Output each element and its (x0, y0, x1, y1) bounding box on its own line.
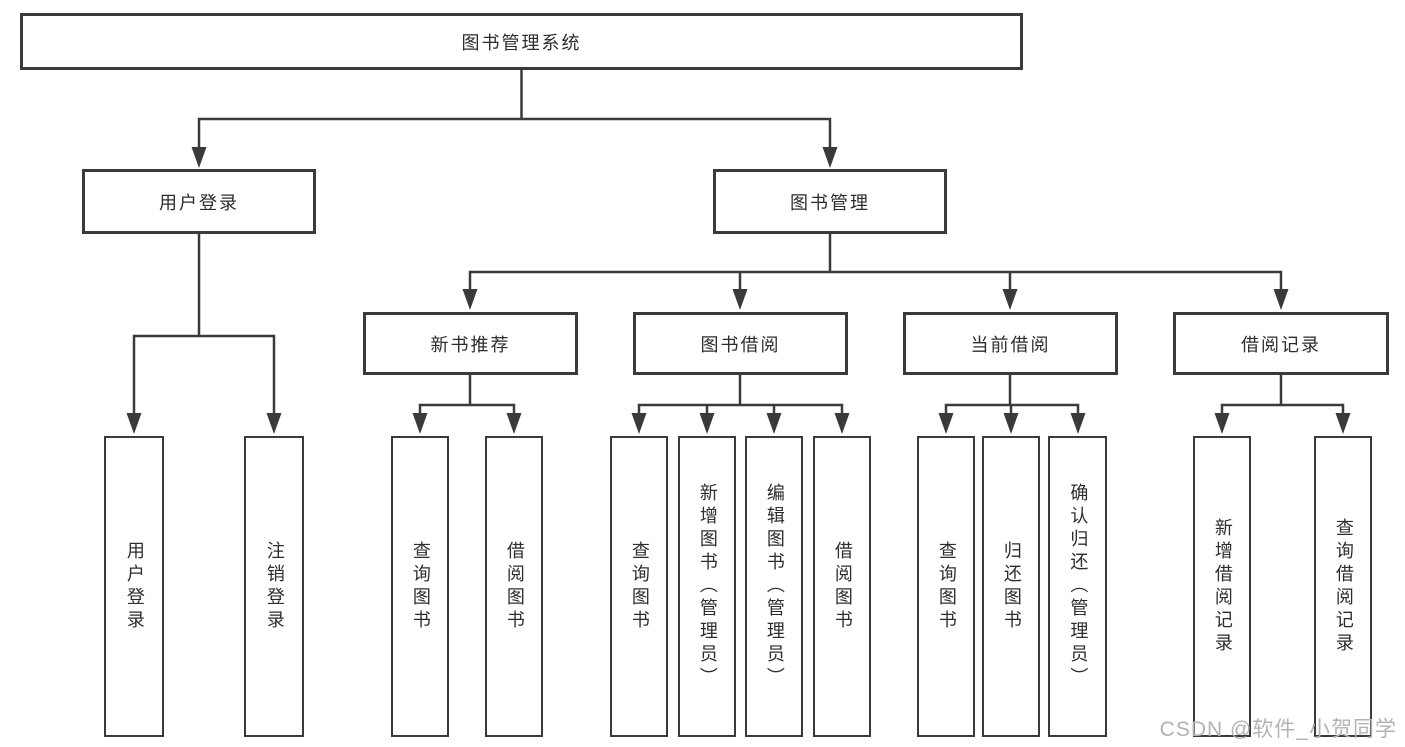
leaf-label: 新增借阅记录 (1212, 517, 1233, 656)
leaf-label: 查询图书 (936, 540, 957, 633)
leaf-label: 注销登录 (264, 540, 285, 633)
node-book-borrow: 图书借阅 (633, 312, 848, 375)
leaf-user-login: 用户登录 (104, 436, 164, 737)
csdn-watermark: CSDN @软件_小贺同学 (1159, 718, 1397, 741)
leaf-label: 确认归还（管理员） (1068, 483, 1089, 690)
node-user-login: 用户登录 (82, 169, 316, 234)
leaf-edit-book-admin: 编辑图书（管理员） (745, 436, 803, 737)
node-label: 图书管理系统 (461, 32, 582, 53)
leaf-label: 查询图书 (629, 540, 650, 633)
node-book-management: 图书管理 (713, 169, 947, 234)
leaf-query-borrow-record: 查询借阅记录 (1314, 436, 1372, 737)
leaf-borrow-books-recommend: 借阅图书 (485, 436, 543, 737)
leaf-label: 查询图书 (410, 540, 431, 633)
leaf-query-books-current: 查询图书 (917, 436, 975, 737)
node-library-management-system: 图书管理系统 (20, 13, 1023, 70)
leaf-add-book-admin: 新增图书（管理员） (678, 436, 736, 737)
node-label: 图书借阅 (700, 334, 781, 355)
leaf-add-borrow-record: 新增借阅记录 (1193, 436, 1251, 737)
node-current-borrow: 当前借阅 (903, 312, 1118, 375)
node-label: 当前借阅 (970, 334, 1051, 355)
leaf-query-books-recommend: 查询图书 (391, 436, 449, 737)
node-label: 新书推荐 (430, 334, 511, 355)
leaf-return-book: 归还图书 (982, 436, 1040, 737)
leaf-label: 用户登录 (124, 540, 145, 633)
node-borrow-records: 借阅记录 (1173, 312, 1389, 375)
leaf-query-books-borrow: 查询图书 (610, 436, 668, 737)
leaf-label: 编辑图书（管理员） (764, 483, 785, 690)
leaf-borrow-books: 借阅图书 (813, 436, 871, 737)
leaf-label: 新增图书（管理员） (697, 483, 718, 690)
leaf-label: 借阅图书 (504, 540, 525, 633)
node-label: 用户登录 (159, 192, 239, 213)
node-label: 图书管理 (790, 192, 870, 213)
leaf-label: 查询借阅记录 (1333, 517, 1354, 656)
leaf-confirm-return-admin: 确认归还（管理员） (1048, 436, 1107, 737)
node-new-book-recommend: 新书推荐 (363, 312, 578, 375)
leaf-label: 归还图书 (1001, 540, 1022, 633)
leaf-logout: 注销登录 (244, 436, 304, 737)
node-label: 借阅记录 (1241, 334, 1321, 355)
leaf-label: 借阅图书 (832, 540, 853, 633)
